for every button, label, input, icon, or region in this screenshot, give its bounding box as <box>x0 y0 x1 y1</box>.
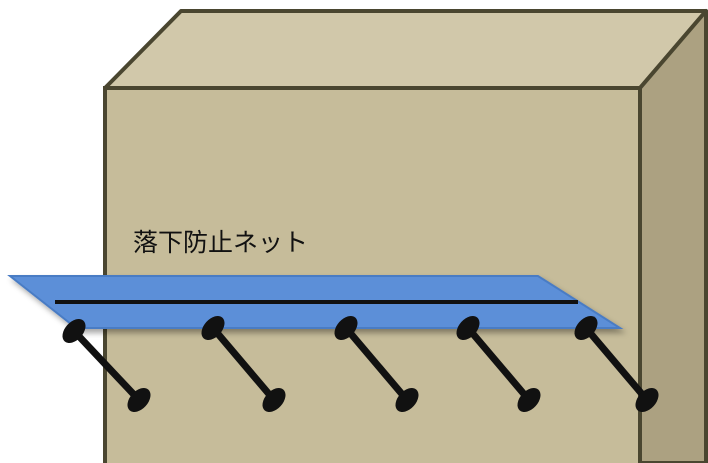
anchor-top-disc <box>201 315 225 341</box>
anchor-bottom-disc <box>127 387 151 413</box>
anchor-bottom-disc <box>395 387 419 413</box>
anchor-strut <box>343 325 410 403</box>
anchor-2 <box>201 315 286 413</box>
anchor-top-disc <box>62 318 86 344</box>
anchor-top-disc <box>334 315 358 341</box>
anchor-top-disc <box>456 315 480 341</box>
anchor-1 <box>62 318 151 413</box>
anchor-5 <box>574 315 659 413</box>
anchor-strut <box>210 325 277 403</box>
box-top-face <box>103 9 708 90</box>
anchor-top-disc <box>574 315 598 341</box>
net-label: 落下防止ネット <box>133 228 309 257</box>
anchor-bottom-disc <box>635 387 659 413</box>
anchor-strut <box>583 325 650 403</box>
anchor-4 <box>456 315 541 413</box>
anchor-strut <box>465 325 532 403</box>
anchor-3 <box>334 315 419 413</box>
anchor-bottom-disc <box>262 387 286 413</box>
anchor-bottom-disc <box>517 387 541 413</box>
anchor-strut <box>71 328 142 403</box>
